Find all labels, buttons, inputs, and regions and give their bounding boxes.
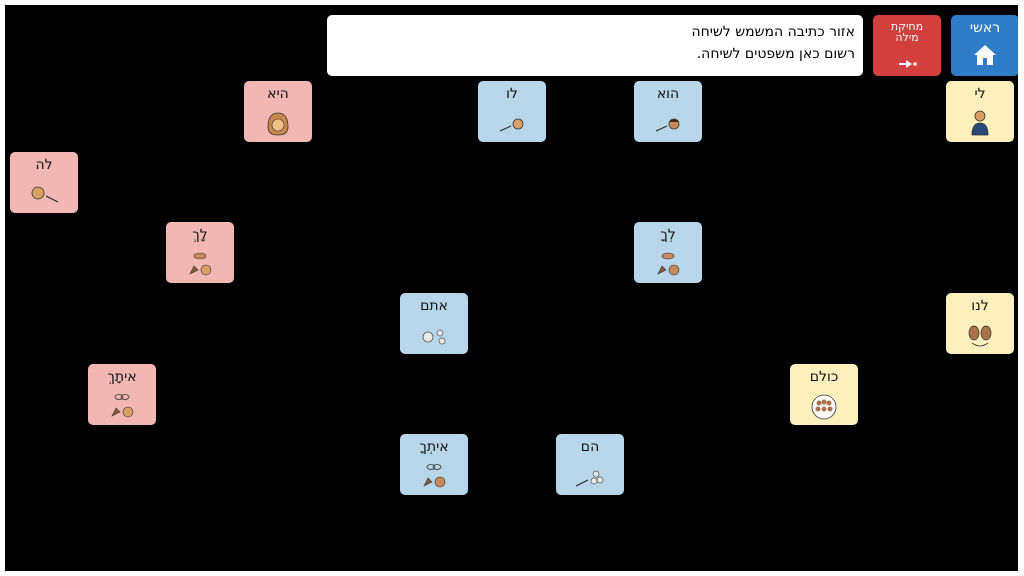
tile-kulam-label: כולם (809, 369, 839, 385)
board-canvas: אזור כתיבה המשמש לשיחה רשום כאן משפטים ל… (5, 5, 1018, 571)
tile-atem[interactable]: אתם (400, 293, 468, 354)
tile-atem-label: אתם (420, 298, 448, 314)
home-label: ראשי (969, 20, 1001, 36)
home-icon (974, 45, 996, 65)
tile-hu[interactable]: הוא (634, 81, 702, 142)
you-plural-icon (422, 329, 446, 345)
tile-hu-label: הוא (656, 86, 680, 102)
give-to-you-male-icon (657, 252, 680, 276)
tile-li-label: לי (974, 86, 986, 102)
tile-lo-label: לו (506, 86, 518, 102)
they-icon (575, 470, 604, 487)
tile-itkha[interactable]: איתְךָ (400, 434, 468, 495)
woman-face-icon (267, 112, 289, 136)
home-button[interactable]: ראשי (951, 15, 1018, 76)
delete-word-button[interactable]: מחיקת מילה (873, 15, 941, 76)
tile-lo[interactable]: לו (478, 81, 546, 142)
tile-lekha[interactable]: לְךָ (634, 222, 702, 283)
everyone-icon (811, 394, 837, 420)
pointing-he-icon (655, 118, 680, 132)
delete-word-label: מחיקת מילה (873, 21, 941, 43)
tile-hi-label: היא (267, 86, 289, 102)
tile-lakh[interactable]: לָךְ (166, 222, 234, 283)
tile-itakh-label: איתָךְ (107, 369, 137, 385)
message-line-1: אזור כתיבה המשמש לשיחה (691, 24, 855, 40)
tile-lanu[interactable]: לנו (946, 293, 1014, 354)
tile-hem[interactable]: הם (556, 434, 624, 495)
tile-lekha-label: לְךָ (660, 227, 676, 243)
with-you-female-icon (111, 394, 134, 418)
message-area[interactable]: אזור כתיבה המשמש לשיחה רשום כאן משפטים ל… (327, 15, 863, 76)
delete-word-label-line1: מחיקת (890, 20, 924, 33)
person-self-icon (971, 110, 989, 136)
to-us-icon (968, 325, 992, 347)
tile-la-label: לה (35, 157, 53, 173)
message-line-2: רשום כאן משפטים לשיחה. (696, 46, 855, 62)
tile-la[interactable]: לה (10, 152, 78, 213)
tile-li[interactable]: לי (946, 81, 1014, 142)
with-you-male-icon (423, 464, 446, 488)
tile-itakh[interactable]: איתָךְ (88, 364, 156, 425)
backspace-icon (899, 60, 917, 68)
tile-kulam[interactable]: כולם (790, 364, 858, 425)
tile-hem-label: הם (580, 439, 600, 455)
delete-word-label-line2: מילה (895, 31, 919, 44)
tile-lakh-label: לָךְ (192, 227, 208, 243)
pointing-him-icon (499, 118, 524, 132)
tile-lanu-label: לנו (971, 298, 989, 314)
tile-hi[interactable]: היא (244, 81, 312, 142)
give-to-you-female-icon (189, 252, 212, 276)
tile-itkha-label: איתְךָ (419, 439, 449, 455)
pointing-her-icon (31, 186, 59, 203)
